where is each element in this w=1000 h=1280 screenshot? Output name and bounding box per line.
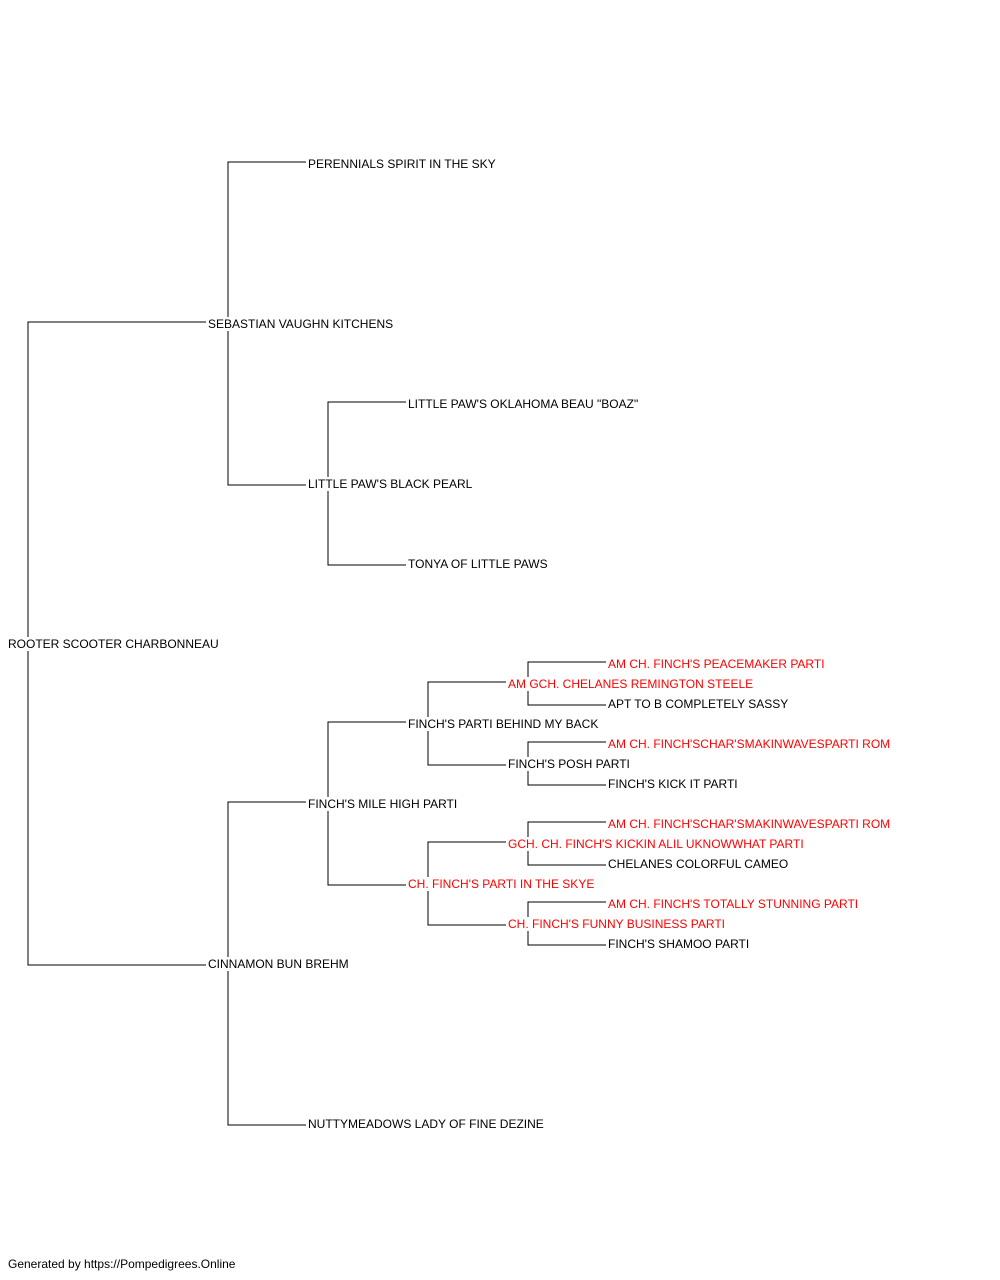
dam-sire-dam-name: CH. FINCH'S PARTI IN THE SKYE [408, 877, 597, 891]
sire-dam-sire-name: LITTLE PAW'S OKLAHOMA BEAU "BOAZ" [408, 397, 641, 411]
dam-sire-name: FINCH'S MILE HIGH PARTI [308, 797, 460, 811]
ancestor-name: AM CH. FINCH'S PEACEMAKER PARTI [608, 657, 827, 671]
subject-name: ROOTER SCOOTER CHARBONNEAU [8, 637, 221, 651]
dam-sire-dam-dam-name: CH. FINCH'S FUNNY BUSINESS PARTI [508, 917, 727, 931]
ancestor-name: AM CH. FINCH'S TOTALLY STUNNING PARTI [608, 897, 861, 911]
dam-dam-name: NUTTYMEADOWS LADY OF FINE DEZINE [308, 1117, 546, 1131]
dam-sire-sire-dam-name: FINCH'S POSH PARTI [508, 757, 632, 771]
ancestor-name: AM CH. FINCH'SCHAR'SMAKINWAVESPARTI ROM [608, 817, 893, 831]
ancestor-name: AM CH. FINCH'SCHAR'SMAKINWAVESPARTI ROM [608, 737, 893, 751]
sire-dam-dam-name: TONYA OF LITTLE PAWS [408, 557, 550, 571]
dam-sire-sire-name: FINCH'S PARTI BEHIND MY BACK [408, 717, 601, 731]
sire-sire-name: PERENNIALS SPIRIT IN THE SKY [308, 157, 498, 171]
ancestor-name: FINCH'S KICK IT PARTI [608, 777, 740, 791]
ancestor-name: FINCH'S SHAMOO PARTI [608, 937, 752, 951]
generated-by-footer: Generated by https://Pompedigrees.Online [8, 1257, 236, 1271]
dam-sire-dam-sire-name: GCH. CH. FINCH'S KICKIN ALIL UKNOWWHAT P… [508, 837, 806, 851]
ancestor-name: APT TO B COMPLETELY SASSY [608, 697, 791, 711]
dam-name: CINNAMON BUN BREHM [208, 957, 351, 971]
sire-dam-name: LITTLE PAW'S BLACK PEARL [308, 477, 475, 491]
ancestor-name: CHELANES COLORFUL CAMEO [608, 857, 791, 871]
sire-name: SEBASTIAN VAUGHN KITCHENS [208, 317, 396, 331]
dam-sire-sire-sire-name: AM GCH. CHELANES REMINGTON STEELE [508, 677, 756, 691]
